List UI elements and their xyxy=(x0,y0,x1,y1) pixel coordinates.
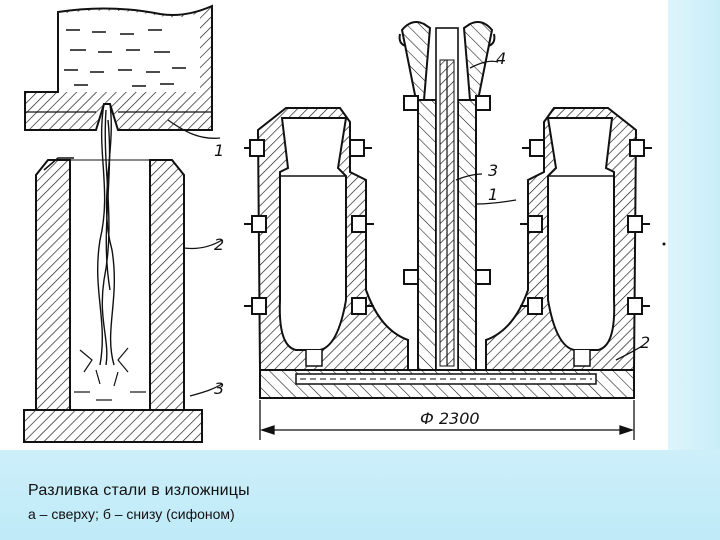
label-ladle: 1 xyxy=(214,141,224,160)
bottom-plate xyxy=(23,409,203,443)
top-pouring-diagram: 1 2 3 xyxy=(23,4,224,443)
label-mould: 2 xyxy=(214,235,224,254)
dimension-line xyxy=(259,400,635,440)
left-siphon-mould xyxy=(244,107,409,371)
diagram-canvas: 1 2 3 xyxy=(23,4,666,443)
dimension-label: Ф 2300 xyxy=(420,409,480,428)
right-siphon-mould xyxy=(485,107,652,371)
ladle xyxy=(24,4,213,131)
label-funnel: 4 xyxy=(496,49,506,68)
caption-subtitle: а – сверху; б – снизу (сифоном) xyxy=(28,506,235,522)
label-plate: 3 xyxy=(214,379,224,398)
caption-bar xyxy=(0,450,720,540)
label-runner: 3 xyxy=(488,161,498,180)
siphon-base-plate xyxy=(259,369,635,399)
label-siphon-plate: 2 xyxy=(640,333,650,352)
ingot-mould xyxy=(35,157,185,411)
caption-title: Разливка стали в изложницы xyxy=(28,482,250,499)
label-siphon-mould: 1 xyxy=(488,185,498,204)
steel-stream xyxy=(97,103,115,366)
central-runner xyxy=(398,21,496,371)
siphon-pouring-diagram: Ф 2300 4 3 1 2 xyxy=(244,21,666,440)
side-decoration xyxy=(668,0,720,450)
